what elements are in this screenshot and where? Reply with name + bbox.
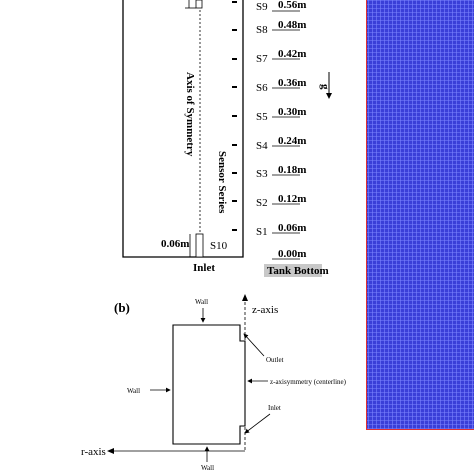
sensor-item: S5 0.30m xyxy=(232,106,306,123)
sensor-tick xyxy=(232,115,237,117)
inlet-b-arrow xyxy=(244,413,271,434)
sensor-item: S4 0.24m xyxy=(232,135,306,152)
inlet-b-label: Inlet xyxy=(268,404,281,412)
sensor-item: S6 0.36m xyxy=(232,77,306,94)
sensor-label: S6 xyxy=(256,82,268,94)
sensor-list: S9 0.56m S8 0.48m S7 0.42m S6 0.36m xyxy=(232,0,306,260)
s10-label: S10 xyxy=(210,240,228,252)
sensor-height: 0.56m xyxy=(278,0,306,11)
sensor-height: 0.00m xyxy=(278,248,306,260)
tank-outline xyxy=(122,0,244,258)
sensor-height: 0.48m xyxy=(278,19,306,31)
r-axis-label: r-axis xyxy=(81,446,106,458)
sensor-height: 0.30m xyxy=(278,106,306,118)
sensor-height: 0.18m xyxy=(278,164,306,176)
tank-bottom-label: Tank Bottom xyxy=(267,265,329,277)
sensor-label: S8 xyxy=(256,24,268,36)
sensor-item: S7 0.42m xyxy=(232,48,306,65)
sensor-height: 0.42m xyxy=(278,48,306,60)
gravity-label: g xyxy=(319,84,331,90)
z-axis-label: z-axis xyxy=(252,304,278,316)
sensor-label: S1 xyxy=(256,226,268,238)
inlet-height-label: 0.06m xyxy=(161,238,189,250)
outlet-marker xyxy=(195,0,203,9)
wall-bottom-label: Wall xyxy=(201,464,214,472)
sensor-height: 0.06m xyxy=(278,222,306,234)
panel-a: 0.06m S10 Inlet Axis of Symmetry Sensor … xyxy=(122,0,332,277)
inlet-marker xyxy=(195,233,204,258)
sensor-tick xyxy=(232,58,237,60)
tank-bottom-badge xyxy=(264,264,322,277)
sensor-label: S2 xyxy=(256,197,268,209)
computational-mesh xyxy=(366,0,474,430)
sensor-tick xyxy=(232,229,237,231)
sensor-label: S4 xyxy=(256,140,268,152)
sensor-item: 0.00m xyxy=(272,248,306,260)
axis-of-symmetry-label: Axis of Symmetry xyxy=(184,72,196,157)
sensor-item: S9 0.56m xyxy=(232,0,306,13)
r-axis-arrowhead xyxy=(107,448,114,454)
sensor-tick xyxy=(232,86,237,88)
sensor-tick xyxy=(232,172,237,174)
sensor-height: 0.24m xyxy=(278,135,306,147)
sensor-height: 0.12m xyxy=(278,193,306,205)
wall-top-label: Wall xyxy=(195,298,208,306)
domain-outline xyxy=(172,324,246,445)
sensor-label: S3 xyxy=(256,168,268,180)
sensor-item: S3 0.18m xyxy=(232,164,306,180)
wall-left-label: Wall xyxy=(127,387,140,395)
sensor-item: S1 0.06m xyxy=(232,222,306,238)
mesh-panel xyxy=(366,0,474,430)
z-axis-arrowhead xyxy=(242,294,248,301)
panel-b: (b) z-axis r-axis Wall Wall Wall Outlet … xyxy=(81,294,347,472)
sensor-tick xyxy=(232,1,237,3)
sensor-label: S7 xyxy=(256,53,268,65)
sensor-item: S8 0.48m xyxy=(232,19,306,36)
outlet-arrow xyxy=(243,333,265,357)
sensor-tick xyxy=(232,200,237,202)
sensor-tick xyxy=(232,144,237,146)
inlet-label: Inlet xyxy=(193,262,215,274)
sensor-tick xyxy=(232,29,237,31)
sensor-label: S9 xyxy=(256,1,268,13)
sensor-series-label: Sensor Series xyxy=(216,151,228,214)
outlet-label: Outlet xyxy=(266,356,284,364)
panel-b-tag: (b) xyxy=(114,300,130,315)
sensor-label: S5 xyxy=(256,111,268,123)
symmetry-label: z-axisymmetry (centerline) xyxy=(270,378,347,386)
sensor-height: 0.36m xyxy=(278,77,306,89)
sensor-item: S2 0.12m xyxy=(232,193,306,209)
